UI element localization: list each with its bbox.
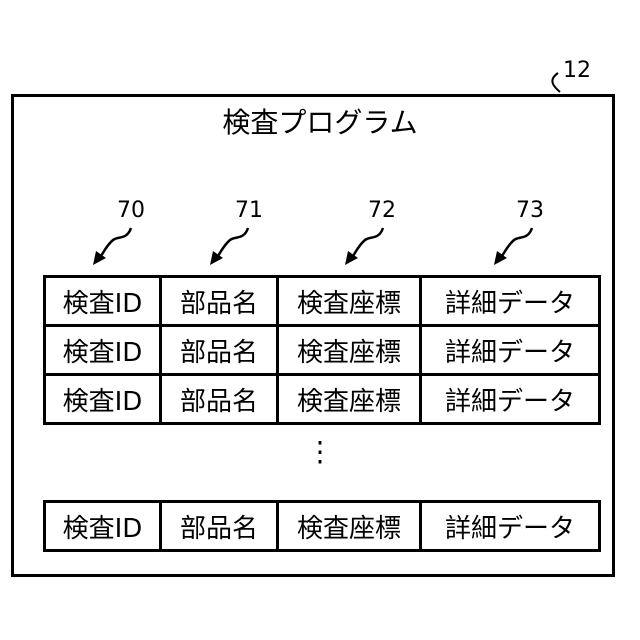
table-row: 検査ID 部品名 検査座標 詳細データ: [45, 502, 600, 551]
part-name-cell: 部品名: [161, 326, 278, 375]
table-row: 検査ID 部品名 検査座標 詳細データ: [45, 277, 600, 326]
outer-ref-leader: [552, 73, 560, 92]
vertical-ellipsis: ⋮: [300, 446, 340, 458]
diagram-title: 検査プログラム: [0, 106, 640, 140]
table-row: 検査ID 部品名 検査座標 詳細データ: [45, 375, 600, 424]
column-ref-71: 71: [235, 200, 263, 222]
column-ref-73: 73: [516, 200, 544, 222]
detail-data-cell: 詳細データ: [421, 277, 600, 326]
inspection-id-cell: 検査ID: [45, 326, 161, 375]
inspection-id-cell: 検査ID: [45, 277, 161, 326]
part-name-cell: 部品名: [161, 277, 278, 326]
inspection-coordinate-cell: 検査座標: [278, 375, 421, 424]
detail-data-cell: 詳細データ: [421, 502, 600, 551]
detail-data-cell: 詳細データ: [421, 326, 600, 375]
column-ref-72: 72: [368, 200, 396, 222]
table-row: 検査ID 部品名 検査座標 詳細データ: [45, 326, 600, 375]
inspection-coordinate-cell: 検査座標: [278, 326, 421, 375]
record-table: 検査ID 部品名 検査座標 詳細データ 検査ID 部品名 検査座標 詳細データ …: [43, 275, 601, 425]
part-name-cell: 部品名: [161, 502, 278, 551]
detail-data-cell: 詳細データ: [421, 375, 600, 424]
record-table-last: 検査ID 部品名 検査座標 詳細データ: [43, 500, 601, 552]
inspection-id-cell: 検査ID: [45, 375, 161, 424]
outer-ref-label: 12: [563, 60, 591, 82]
column-ref-70: 70: [117, 200, 145, 222]
inspection-coordinate-cell: 検査座標: [278, 277, 421, 326]
inspection-coordinate-cell: 検査座標: [278, 502, 421, 551]
inspection-id-cell: 検査ID: [45, 502, 161, 551]
part-name-cell: 部品名: [161, 375, 278, 424]
